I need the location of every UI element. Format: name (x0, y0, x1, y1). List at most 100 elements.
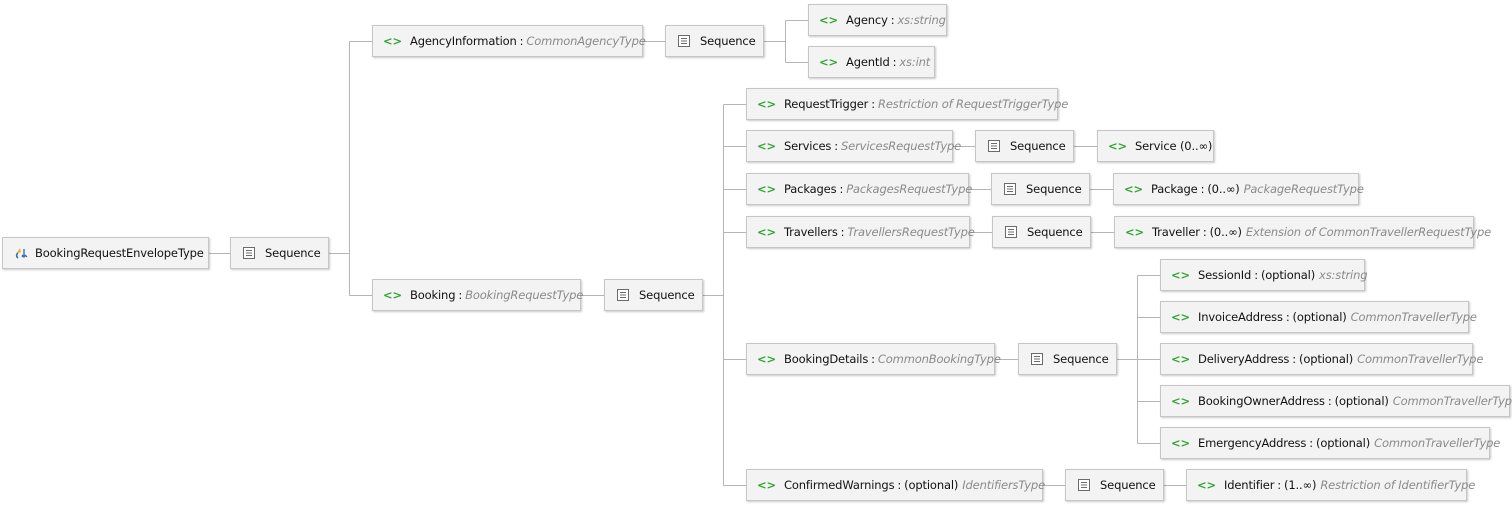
element-name: Booking (409, 288, 456, 302)
element-type: Extension of CommonTravellerRequestType (1245, 225, 1492, 239)
sequence-label: Sequence (265, 246, 321, 260)
element-type: BookingRequestType (465, 288, 584, 302)
element-type: CommonAgencyType (526, 34, 646, 48)
element-type: xs:string (897, 13, 946, 27)
element-type: TravellersRequestType (847, 225, 975, 239)
booking-sequence-node[interactable]: Sequence (604, 279, 703, 311)
root-label: BookingRequestEnvelopeType (35, 246, 204, 260)
element-type: CommonTravellerType (1392, 394, 1512, 408)
element-cardinality: (0..∞) (1207, 182, 1240, 196)
element-cardinality: (optional) (1334, 394, 1389, 408)
element-type: CommonTravellerType (1357, 352, 1484, 366)
element-name: Package (1150, 182, 1198, 196)
element-services[interactable]: <> Services: ServicesRequestType (746, 130, 961, 162)
element-traveller[interactable]: <> Traveller: (0..∞) Extension of Common… (1114, 216, 1491, 248)
sequence-icon (1031, 353, 1043, 365)
element-name: Packages (783, 182, 837, 196)
element-name: AgentId (845, 55, 890, 69)
element-icon: <> (819, 13, 838, 27)
services-sequence-node[interactable]: Sequence (975, 130, 1074, 162)
element-icon: <> (1171, 394, 1190, 408)
element-icon: <> (757, 182, 776, 196)
element-emergency-address[interactable]: <> EmergencyAddress: (optional) CommonTr… (1160, 427, 1500, 459)
element-type: Restriction of IdentifierType (1320, 478, 1476, 492)
element-request-trigger[interactable]: <> RequestTrigger: Restriction of Reques… (746, 88, 1068, 120)
element-agency-information[interactable]: <> AgencyInformation: CommonAgencyType (372, 25, 646, 57)
element-cardinality: (optional) (1299, 352, 1354, 366)
element-session-id[interactable]: <> SessionId: (optional) xs:string (1160, 259, 1368, 291)
element-cardinality: (0..∞) (1179, 139, 1213, 153)
element-icon: <> (757, 478, 776, 492)
element-travellers[interactable]: <> Travellers: TravellersRequestType (746, 216, 975, 248)
element-icon: <> (1108, 139, 1127, 153)
element-name: Traveller (1151, 225, 1200, 239)
element-name: ConfirmedWarnings (783, 478, 895, 492)
element-cardinality: (1..∞) (1284, 478, 1317, 492)
element-confirmed-warnings[interactable]: <> ConfirmedWarnings: (optional) Identif… (746, 469, 1046, 501)
element-type: Restriction of RequestTriggerType (878, 97, 1069, 111)
element-name: SessionId (1197, 268, 1252, 282)
root-sequence-node[interactable]: Sequence (230, 237, 329, 269)
element-icon: <> (1171, 268, 1190, 282)
element-packages[interactable]: <> Packages: PackagesRequestType (746, 173, 972, 205)
element-name: RequestTrigger (783, 97, 869, 111)
element-booking-details[interactable]: <> BookingDetails: CommonBookingType (746, 343, 1001, 375)
element-type: PackageRequestType (1243, 182, 1364, 196)
element-booking-owner-address[interactable]: <> BookingOwnerAddress: (optional) Commo… (1160, 385, 1512, 417)
element-type: xs:string (1319, 268, 1368, 282)
sequence-label: Sequence (1053, 352, 1109, 366)
element-name: InvoiceAddress (1197, 310, 1283, 324)
element-icon: <> (757, 352, 776, 366)
element-cardinality: (optional) (1292, 310, 1347, 324)
sequence-label: Sequence (639, 288, 695, 302)
element-icon: <> (383, 34, 402, 48)
element-delivery-address[interactable]: <> DeliveryAddress: (optional) CommonTra… (1160, 343, 1483, 375)
sequence-icon (1078, 479, 1090, 491)
element-service[interactable]: <> Service (0..∞) (1097, 130, 1214, 162)
confirmed-warnings-sequence-node[interactable]: Sequence (1065, 469, 1164, 501)
element-type: xs:int (899, 55, 931, 69)
sequence-icon (988, 140, 1000, 152)
element-agency[interactable]: <> Agency: xs:string (808, 4, 947, 36)
element-icon: <> (819, 55, 838, 69)
element-name: Agency (845, 13, 888, 27)
element-type: CommonBookingType (877, 352, 1001, 366)
element-name: Travellers (783, 225, 838, 239)
element-agent-id[interactable]: <> AgentId: xs:int (808, 46, 935, 78)
element-name: Service (1134, 139, 1177, 153)
complex-type-icon (15, 248, 28, 259)
sequence-icon (1005, 226, 1017, 238)
element-invoice-address[interactable]: <> InvoiceAddress: (optional) CommonTrav… (1160, 301, 1477, 333)
sequence-icon (617, 289, 629, 301)
sequence-label: Sequence (1010, 139, 1066, 153)
root-complex-type-node[interactable]: BookingRequestEnvelopeType (2, 237, 209, 269)
booking-details-sequence-node[interactable]: Sequence (1018, 343, 1117, 375)
element-name: BookingDetails (783, 352, 869, 366)
element-cardinality: (0..∞) (1209, 225, 1242, 239)
element-icon: <> (757, 97, 776, 111)
element-package[interactable]: <> Package: (0..∞) PackageRequestType (1113, 173, 1364, 205)
element-name: EmergencyAddress (1197, 436, 1307, 450)
element-icon: <> (383, 288, 402, 302)
sequence-label: Sequence (700, 34, 756, 48)
element-type: CommonTravellerType (1374, 436, 1501, 450)
element-icon: <> (1197, 478, 1216, 492)
travellers-sequence-node[interactable]: Sequence (992, 216, 1091, 248)
sequence-icon (243, 247, 255, 259)
sequence-icon (1004, 183, 1016, 195)
element-type: IdentifiersType (962, 478, 1046, 492)
element-identifier[interactable]: <> Identifier: (1..∞) Restriction of Ide… (1186, 469, 1475, 501)
element-icon: <> (1171, 310, 1190, 324)
element-cardinality: (optional) (1260, 268, 1316, 282)
element-booking[interactable]: <> Booking: BookingRequestType (372, 279, 584, 311)
element-icon: <> (1171, 436, 1190, 450)
element-name: DeliveryAddress (1197, 352, 1290, 366)
element-icon: <> (757, 225, 776, 239)
element-name: Services (783, 139, 832, 153)
element-name: Identifier (1223, 478, 1275, 492)
packages-sequence-node[interactable]: Sequence (991, 173, 1090, 205)
sequence-icon (678, 35, 690, 47)
agency-information-sequence-node[interactable]: Sequence (665, 25, 764, 57)
element-icon: <> (1171, 352, 1190, 366)
sequence-label: Sequence (1100, 478, 1156, 492)
